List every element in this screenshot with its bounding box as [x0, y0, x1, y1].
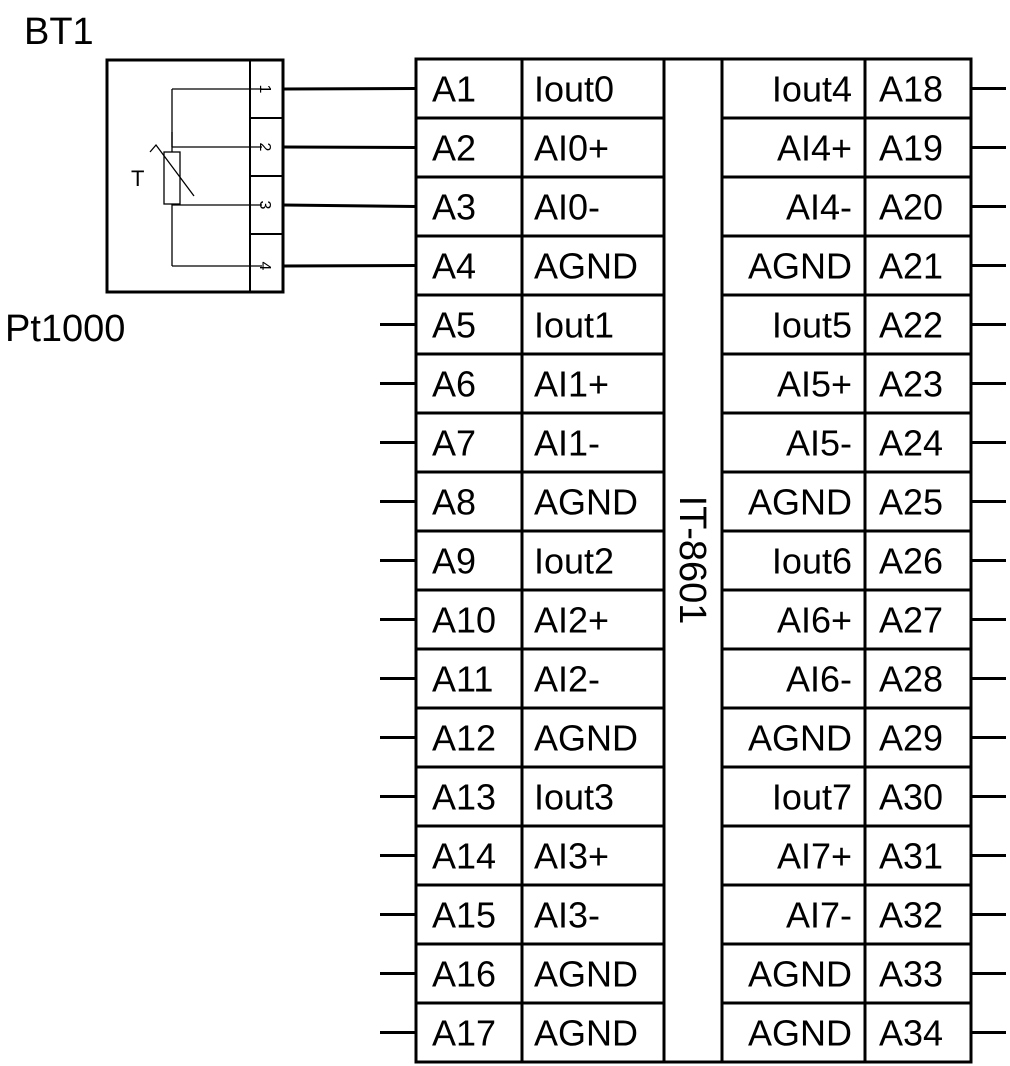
pin-number-a1: A1 [432, 69, 476, 110]
pin-signal-a17: AGND [534, 1013, 638, 1054]
pin-signal-a19: AI4+ [777, 128, 852, 169]
pin-signal-a34: AGND [748, 1013, 852, 1054]
module-name: IT-8601 [671, 496, 713, 625]
pin-number-a18: A18 [879, 69, 943, 110]
pin-signal-a1: Iout0 [534, 69, 614, 110]
pin-number-a28: A28 [879, 659, 943, 700]
pin-number-a11: A11 [432, 659, 493, 700]
sensor-terminal-2: 2 [256, 143, 273, 152]
sensor-terminal-1: 1 [256, 85, 273, 94]
pin-number-a34: A34 [879, 1013, 943, 1054]
pin-number-a12: A12 [432, 718, 496, 759]
pin-number-a2: A2 [432, 128, 476, 169]
pin-signal-a24: AI5- [786, 423, 852, 464]
pin-number-a15: A15 [432, 895, 496, 936]
pin-number-a17: A17 [432, 1013, 496, 1054]
pin-signal-a28: AI6- [786, 659, 852, 700]
wire-1-a1 [282, 87, 417, 91]
pin-signal-a3: AI0- [534, 187, 600, 228]
pin-number-a32: A32 [879, 895, 943, 936]
pin-signal-a26: Iout6 [772, 541, 852, 582]
pin-number-a26: A26 [879, 541, 943, 582]
sensor-terminal-4: 4 [256, 262, 273, 271]
pin-number-a24: A24 [879, 423, 943, 464]
pin-number-a23: A23 [879, 364, 943, 405]
module-row-dividers [416, 116, 971, 1005]
pin-signal-a18: Iout4 [772, 69, 852, 110]
pin-number-a21: A21 [879, 246, 943, 287]
pin-signal-a5: Iout1 [534, 305, 614, 346]
pin-number-a13: A13 [432, 777, 496, 818]
pin-signal-a15: AI3- [534, 895, 600, 936]
pin-number-a31: A31 [879, 836, 943, 877]
pin-number-a6: A6 [432, 364, 476, 405]
wire-4-a4 [282, 264, 417, 268]
pin-signal-a21: AGND [748, 246, 852, 287]
pin-number-a14: A14 [432, 836, 496, 877]
pin-number-a8: A8 [432, 482, 476, 523]
sensor-block [105, 58, 285, 294]
pin-signal-a10: AI2+ [534, 600, 609, 641]
pin-signal-a23: AI5+ [777, 364, 852, 405]
sensor-type-label: Pt1000 [5, 308, 125, 350]
pin-signal-a2: AI0+ [534, 128, 609, 169]
pin-signal-a31: AI7+ [777, 836, 852, 877]
rtd-symbol-label: T [131, 166, 144, 191]
pin-signal-a8: AGND [534, 482, 638, 523]
pin-signal-a29: AGND [748, 718, 852, 759]
pin-number-a3: A3 [432, 187, 476, 228]
pin-number-a16: A16 [432, 954, 496, 995]
pin-signal-a22: Iout5 [772, 305, 852, 346]
sensor-designator: BT1 [24, 11, 94, 53]
pin-number-a7: A7 [432, 423, 476, 464]
pin-signal-a9: Iout2 [534, 541, 614, 582]
pin-number-a27: A27 [879, 600, 943, 641]
pin-number-a20: A20 [879, 187, 943, 228]
pin-number-a4: A4 [432, 246, 476, 287]
pin-number-a10: A10 [432, 600, 496, 641]
pin-signal-a7: AI1- [534, 423, 600, 464]
wire-2-a2 [282, 145, 417, 149]
pin-signal-a32: AI7- [786, 895, 852, 936]
wire-3-a3 [282, 203, 417, 208]
sensor-terminal-labels: 1 2 3 4 [256, 85, 273, 271]
sensor-terminal-3: 3 [256, 201, 273, 210]
sensor-wires [282, 87, 417, 268]
pin-signal-a30: Iout7 [772, 777, 852, 818]
pin-number-a9: A9 [432, 541, 476, 582]
pin-number-a25: A25 [879, 482, 943, 523]
pin-signal-a14: AI3+ [534, 836, 609, 877]
pin-signal-a12: AGND [534, 718, 638, 759]
pin-signal-a16: AGND [534, 954, 638, 995]
pin-number-a30: A30 [879, 777, 943, 818]
pin-signal-a33: AGND [748, 954, 852, 995]
pin-signal-a25: AGND [748, 482, 852, 523]
rtd-symbol [149, 88, 262, 267]
pin-signal-a13: Iout3 [534, 777, 614, 818]
pin-signal-a11: AI2- [534, 659, 600, 700]
pin-number-a5: A5 [432, 305, 476, 346]
pin-signal-a20: AI4- [786, 187, 852, 228]
pin-number-a29: A29 [879, 718, 943, 759]
pin-signal-a4: AGND [534, 246, 638, 287]
pin-number-a22: A22 [879, 305, 943, 346]
pin-number-a33: A33 [879, 954, 943, 995]
pin-signal-a27: AI6+ [777, 600, 852, 641]
pin-number-a19: A19 [879, 128, 943, 169]
pin-signal-a6: AI1+ [534, 364, 609, 405]
